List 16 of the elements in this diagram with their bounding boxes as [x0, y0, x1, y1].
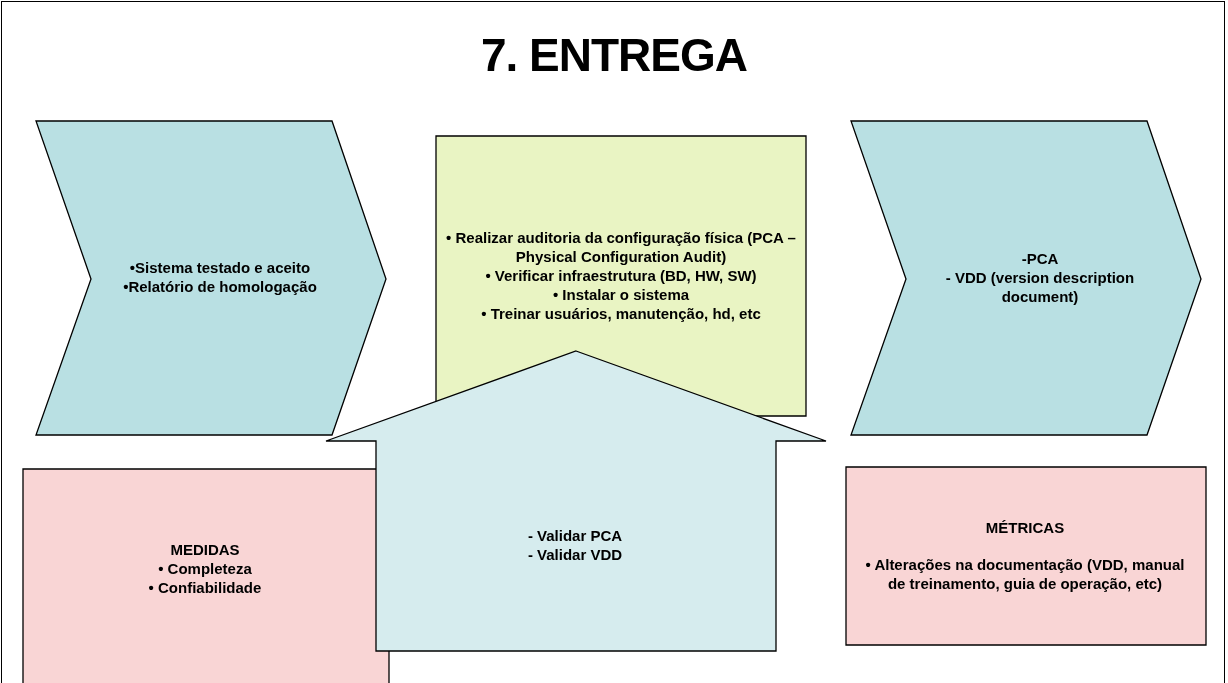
list-item: • Alterações na documentação (VDD, manual de treinamento, guia de operação, etc) — [864, 554, 1186, 593]
heading: MEDIDAS — [170, 539, 240, 559]
list-item: • Instalar o sistema — [552, 284, 690, 304]
list-item: • Completeza — [158, 558, 252, 578]
list-item: - Validar PCA — [527, 526, 623, 545]
list-item: •Sistema testado e aceito — [129, 258, 311, 277]
list-item: - VDD (version description document) — [944, 267, 1136, 306]
title: 7. ENTREGA — [479, 28, 748, 82]
list-item: • Confiabilidade — [148, 577, 262, 597]
list-item: • Verificar infraestrutura (BD, HW, SW) — [485, 265, 757, 285]
list-item: • Treinar usuários, manutenção, hd, etc — [481, 303, 761, 323]
list-item: • Realizar auditoria da configuração física (PCA – Physical Configuration Audit) — [445, 227, 797, 266]
list-item: •Relatório de homologação — [123, 277, 317, 296]
list-item: -PCA — [1021, 248, 1059, 268]
heading: MÉTRICAS — [985, 517, 1065, 537]
list-item: - Validar VDD — [527, 545, 623, 564]
